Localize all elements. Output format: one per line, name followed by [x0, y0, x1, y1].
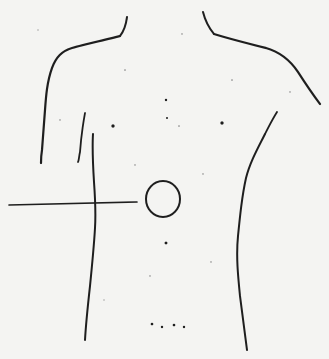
left-armpit-line	[78, 113, 85, 162]
marked-circle	[146, 181, 180, 217]
right-arm-line	[265, 112, 277, 134]
speckle	[149, 275, 150, 276]
right-torso-side-line	[237, 134, 265, 350]
speckle	[210, 261, 211, 262]
speckle	[178, 125, 180, 127]
speckle	[103, 299, 104, 300]
pubic-mark-1	[151, 323, 154, 326]
speckle	[37, 29, 38, 30]
sternum-mark	[165, 99, 167, 101]
left-nipple-mark	[111, 124, 114, 127]
left-torso-side-line	[85, 134, 95, 340]
neck-left-line	[120, 17, 127, 36]
pointer-line	[9, 202, 137, 205]
speckle	[202, 173, 203, 174]
navel-mark	[165, 242, 168, 245]
sternum-mark-2	[166, 117, 168, 119]
speckle	[289, 91, 290, 92]
pubic-mark-3	[173, 324, 176, 327]
speckle	[124, 69, 126, 71]
speckle	[181, 33, 182, 34]
right-shoulder-line	[214, 34, 320, 104]
pubic-mark-4	[183, 326, 185, 328]
right-nipple-mark	[220, 121, 223, 124]
speckle	[59, 119, 60, 120]
speckle	[134, 164, 135, 165]
neck-right-line	[203, 12, 214, 34]
pubic-mark-2	[161, 326, 163, 328]
speckle	[231, 79, 233, 81]
